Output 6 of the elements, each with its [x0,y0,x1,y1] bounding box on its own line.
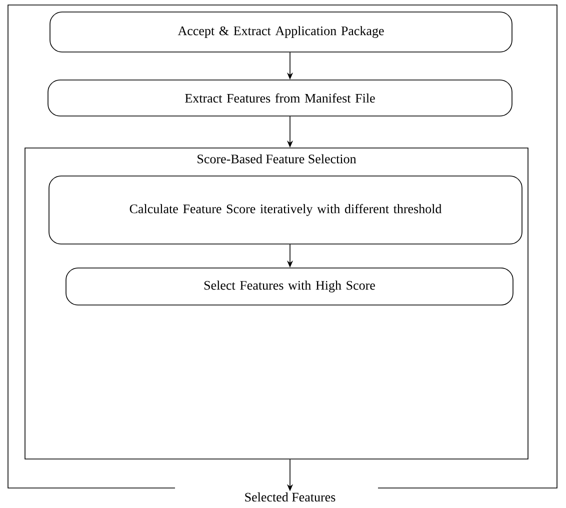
process-box: Accept & Extract Application Package [50,12,512,52]
frame [8,4,558,488]
process-box: Calculate Feature Score iteratively with different threshold [48,176,522,244]
process-box: Extract Features from Manifest File [48,80,512,116]
process-box: Select Features with High Score [66,268,514,306]
output-label: Selected Features [245,492,336,502]
